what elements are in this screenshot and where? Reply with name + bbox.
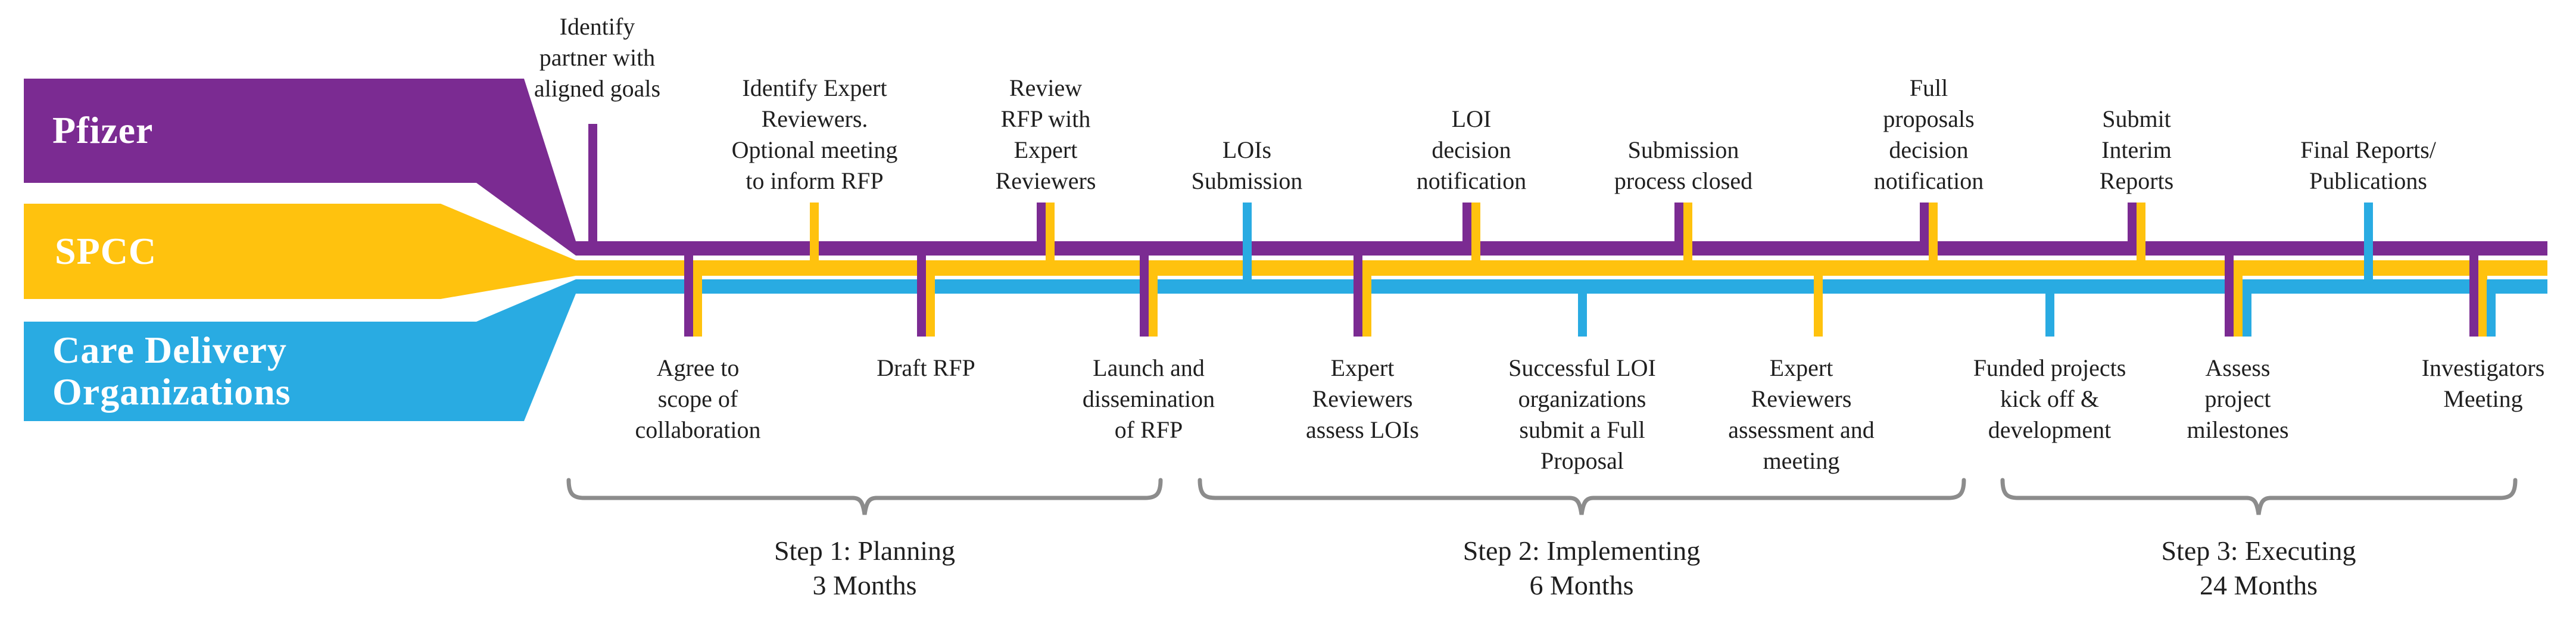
tick-identify-expert-reviewers-spcc xyxy=(810,203,819,276)
pfizer-timeline-bar xyxy=(576,241,2547,256)
step2-brace xyxy=(1197,478,1966,515)
tick-investigators-meeting-cdo xyxy=(2487,280,2496,337)
cdo-timeline-bar xyxy=(576,279,2547,294)
spcc-lane-ribbon xyxy=(24,204,576,299)
tick-review-rfp-pfizer xyxy=(1037,203,1046,256)
tick-loi-decision-spcc xyxy=(1471,203,1480,276)
tick-identify-partner-pfizer xyxy=(588,124,597,256)
milestone-label-expert-assess-lois: Expert Reviewers assess LOIs xyxy=(1306,354,1419,443)
step1-duration: 3 Months xyxy=(812,570,917,600)
tick-draft-rfp-pfizer xyxy=(917,242,926,337)
step2-title: Step 2: Implementing xyxy=(1462,535,1701,566)
tick-funded-projects-kickoff-cdo xyxy=(2045,280,2054,337)
tick-expert-assess-lois-pfizer xyxy=(1354,242,1362,337)
tick-submission-closed-pfizer xyxy=(1674,203,1683,256)
milestone-label-agree-scope: Agree to scope of collaboration xyxy=(635,354,761,443)
step3-title: Step 3: Executing xyxy=(2161,535,2356,566)
tick-expert-assessment-meeting-spcc xyxy=(1814,261,1823,337)
tick-draft-rfp-spcc xyxy=(926,261,935,337)
tick-final-reports-cdo xyxy=(2364,203,2373,293)
milestone-label-expert-assessment-meeting: Expert Reviewers assessment and meeting xyxy=(1728,354,1875,474)
tick-agree-scope-spcc xyxy=(693,261,702,337)
tick-launch-rfp-pfizer xyxy=(1140,242,1149,337)
cdo-lane-ribbon xyxy=(24,279,576,421)
tick-assess-milestones-spcc xyxy=(2234,261,2243,337)
milestone-label-full-proposals-decision: Full proposals decision notification xyxy=(1873,74,1984,194)
milestone-label-draft-rfp: Draft RFP xyxy=(877,354,975,381)
tick-full-proposals-decision-spcc xyxy=(1929,203,1938,276)
step1-brace xyxy=(566,478,1163,515)
tick-successful-loi-full-proposal-cdo xyxy=(1578,280,1587,337)
milestone-label-submit-interim-reports: Submit Interim Reports xyxy=(2099,105,2174,194)
step2-duration: 6 Months xyxy=(1529,570,1634,600)
lane-label-care-delivery-organizations: Care Delivery Organizations xyxy=(52,329,291,413)
milestone-label-submission-closed: Submission process closed xyxy=(1614,136,1753,194)
step3-duration: 24 Months xyxy=(2199,570,2318,600)
tick-submit-interim-reports-spcc xyxy=(2137,203,2145,276)
tick-review-rfp-spcc xyxy=(1046,203,1055,276)
lane-label-pfizer: Pfizer xyxy=(52,109,154,151)
spcc-timeline-bar xyxy=(576,260,2547,276)
milestone-label-successful-loi-full-proposal: Successful LOI organizations submit a Fu… xyxy=(1508,354,1656,474)
milestone-label-assess-milestones: Assess project milestones xyxy=(2187,354,2289,443)
tick-expert-assess-lois-spcc xyxy=(1362,261,1371,337)
tick-investigators-meeting-pfizer xyxy=(2469,242,2478,337)
step3-brace xyxy=(2000,478,2518,515)
pfizer-lane-ribbon xyxy=(24,79,576,256)
milestone-label-lois-submission: LOIs Submission xyxy=(1191,136,1303,194)
tick-assess-milestones-cdo xyxy=(2243,280,2251,337)
milestone-label-launch-rfp: Launch and dissemination of RFP xyxy=(1082,354,1215,443)
step3-label: Step 3: Executing 24 Months xyxy=(2161,534,2356,603)
tick-investigators-meeting-spcc xyxy=(2478,261,2487,337)
milestone-label-final-reports: Final Reports/ Publications xyxy=(2300,136,2436,194)
step1-label: Step 1: Planning 3 Months xyxy=(774,534,955,603)
lane-label-spcc: SPCC xyxy=(55,230,157,272)
step1-title: Step 1: Planning xyxy=(774,535,956,566)
tick-assess-milestones-pfizer xyxy=(2225,242,2234,337)
milestone-label-investigators-meeting: Investigators Meeting xyxy=(2421,354,2545,412)
tick-lois-submission-cdo xyxy=(1243,203,1252,293)
milestone-label-funded-projects-kickoff: Funded projects kick off & development xyxy=(1973,354,2126,443)
step2-label: Step 2: Implementing 6 Months xyxy=(1463,534,1701,603)
tick-loi-decision-pfizer xyxy=(1462,203,1471,256)
tick-submission-closed-spcc xyxy=(1683,203,1692,276)
tick-launch-rfp-spcc xyxy=(1149,261,1158,337)
tick-submit-interim-reports-pfizer xyxy=(2128,203,2137,256)
milestone-label-review-rfp: Review RFP with Expert Reviewers xyxy=(995,74,1096,194)
milestone-label-identify-expert-reviewers: Identify Expert Reviewers. Optional meet… xyxy=(731,74,898,194)
tick-agree-scope-pfizer xyxy=(684,242,693,337)
tick-full-proposals-decision-pfizer xyxy=(1920,203,1929,256)
milestone-label-identify-partner: Identify partner with aligned goals xyxy=(534,13,661,102)
milestone-label-loi-decision: LOI decision notification xyxy=(1416,105,1527,194)
